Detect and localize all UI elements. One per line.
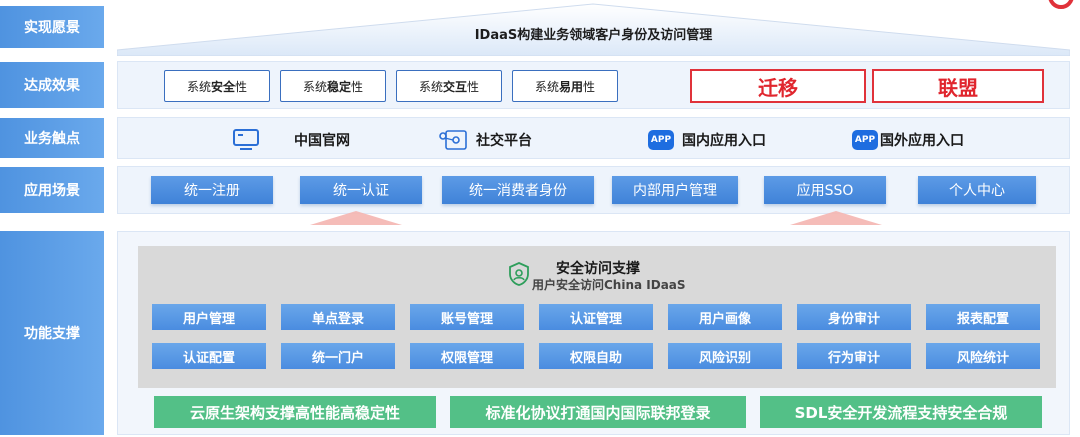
vision-roof bbox=[117, 3, 1070, 56]
scenario-unified-auth: 统一认证 bbox=[300, 176, 422, 204]
up-arrow-right bbox=[790, 211, 882, 225]
func-permission-self-service: 权限自助 bbox=[539, 343, 653, 369]
quality-interaction: 系统交互性 bbox=[396, 70, 502, 102]
foundation-standard-protocols: 标准化协议打通国内国际联邦登录 bbox=[450, 396, 746, 428]
foundation-sdl: SDL安全开发流程支持安全合规 bbox=[760, 396, 1042, 428]
scenario-unified-consumer-identity: 统一消费者身份 bbox=[442, 176, 594, 204]
func-auth-config: 认证配置 bbox=[152, 343, 266, 369]
touchpoint-label: 社交平台 bbox=[476, 133, 532, 149]
touchpoint-label: 国内应用入口 bbox=[682, 133, 766, 149]
quality-usability: 系统易用性 bbox=[512, 70, 618, 102]
monitor-icon bbox=[233, 129, 259, 150]
shield-icon bbox=[509, 262, 529, 286]
scenario-internal-user-mgmt: 内部用户管理 bbox=[612, 176, 738, 204]
row-label-effect: 达成效果 bbox=[0, 62, 104, 108]
func-account-mgmt: 账号管理 bbox=[410, 304, 524, 330]
func-permission-mgmt: 权限管理 bbox=[410, 343, 524, 369]
touchpoint-label: 国外应用入口 bbox=[880, 133, 964, 149]
logo-fragment-icon bbox=[1048, 0, 1074, 9]
func-sso: 单点登录 bbox=[281, 304, 395, 330]
quality-stability: 系统稳定性 bbox=[280, 70, 386, 102]
touchpoint-official-site: 中国官网 bbox=[232, 127, 350, 153]
vision-title: IDaaS构建业务领域客户身份及访问管理 bbox=[474, 28, 713, 43]
app-icon: APP bbox=[852, 130, 878, 150]
highlight-federation: 联盟 bbox=[872, 69, 1044, 103]
scenario-app-sso: 应用SSO bbox=[764, 176, 886, 204]
func-user-profile: 用户画像 bbox=[668, 304, 782, 330]
func-risk-statistics: 风险统计 bbox=[926, 343, 1040, 369]
func-auth-mgmt: 认证管理 bbox=[539, 304, 653, 330]
touchpoint-domestic-app: APP 国内应用入口 bbox=[648, 127, 766, 153]
touchpoint-social: 社交平台 bbox=[438, 127, 532, 153]
row-label-touch: 业务触点 bbox=[0, 118, 104, 158]
func-identity-audit: 身份审计 bbox=[797, 304, 911, 330]
scenario-unified-registration: 统一注册 bbox=[151, 176, 273, 204]
app-icon: APP bbox=[648, 130, 674, 150]
row-label-vision: 实现愿景 bbox=[0, 6, 104, 48]
row-label-function: 功能支撑 bbox=[0, 231, 104, 435]
touchpoint-overseas-app: APP 国外应用入口 bbox=[852, 127, 964, 153]
func-user-mgmt: 用户管理 bbox=[152, 304, 266, 330]
social-network-icon bbox=[439, 130, 467, 150]
row-label-scene: 应用场景 bbox=[0, 167, 104, 213]
touchpoint-label: 中国官网 bbox=[294, 133, 350, 149]
foundation-cloud-native: 云原生架构支撑高性能高稳定性 bbox=[154, 396, 436, 428]
func-report-config: 报表配置 bbox=[926, 304, 1040, 330]
func-behavior-audit: 行为审计 bbox=[797, 343, 911, 369]
up-arrow-left bbox=[310, 211, 402, 225]
quality-security: 系统安全性 bbox=[164, 70, 270, 102]
scenario-personal-center: 个人中心 bbox=[918, 176, 1036, 204]
func-risk-identification: 风险识别 bbox=[668, 343, 782, 369]
highlight-migration: 迁移 bbox=[690, 69, 866, 103]
touchpoints-band bbox=[117, 117, 1070, 159]
security-title: 安全访问支撑 bbox=[556, 261, 640, 277]
security-subtitle: 用户安全访问China IDaaS bbox=[532, 278, 686, 292]
func-unified-portal: 统一门户 bbox=[281, 343, 395, 369]
